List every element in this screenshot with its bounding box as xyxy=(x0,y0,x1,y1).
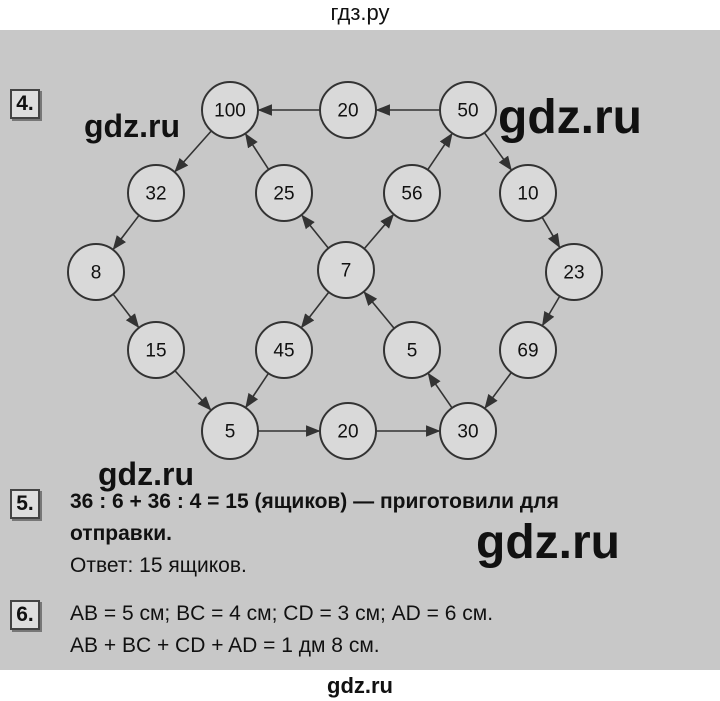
diagram-node-3: 32 xyxy=(127,164,185,222)
diagram-node-4: 25 xyxy=(255,164,313,222)
diagram-node-label: 30 xyxy=(457,422,478,443)
diagram-node-circle xyxy=(255,164,313,222)
diagram-arrow-18 xyxy=(542,295,561,327)
diagram-node-circle xyxy=(499,321,557,379)
diagram-arrow-3 xyxy=(112,214,140,251)
diagram-node-1: 20 xyxy=(319,81,377,139)
diagram-node-circle xyxy=(317,241,375,299)
diagram-node-circle xyxy=(67,243,125,301)
diagram-node-11: 45 xyxy=(255,321,313,379)
diagram-node-circle xyxy=(439,81,497,139)
diagram-arrow-17 xyxy=(541,216,561,249)
task-6-measurements: AB = 5 см; BC = 4 см; CD = 3 см; AD = 6 … xyxy=(70,602,494,625)
diagram-node-label: 45 xyxy=(273,341,294,362)
diagram-node-13: 69 xyxy=(499,321,557,379)
watermark-large-1: gdz.ru xyxy=(498,91,642,144)
diagram-arrow-9 xyxy=(363,291,395,329)
diagram-arrow-14 xyxy=(363,213,395,250)
diagram-node-0: 100 xyxy=(201,81,259,139)
watermark-large-2: gdz.ru xyxy=(476,516,620,569)
diagram-node-label: 20 xyxy=(337,422,358,443)
diagram-node-circle xyxy=(201,402,259,460)
diagram-node-label: 5 xyxy=(407,341,418,362)
diagram-node-circle xyxy=(255,321,313,379)
diagram-node-circle xyxy=(127,321,185,379)
diagram-node-circle xyxy=(383,164,441,222)
diagram-node-label: 23 xyxy=(563,263,584,284)
task-5-solution-line-1: 36 : 6 + 36 : 4 = 15 (ящиков) — приготов… xyxy=(70,490,559,513)
task-6-perimeter-sum: AB + BC + CD + AD = 1 дм 8 см. xyxy=(70,634,380,657)
diagram-arrow-8 xyxy=(427,372,453,409)
diagram-arrow-11 xyxy=(245,372,270,409)
diagram-node-circle xyxy=(499,164,557,222)
diagram-node-circle xyxy=(439,402,497,460)
diagram-node-circle xyxy=(319,402,377,460)
diagram-node-15: 20 xyxy=(319,402,377,460)
diagram-node-label: 8 xyxy=(91,263,102,284)
diagram-arrow-10 xyxy=(300,291,330,329)
diagram-node-label: 10 xyxy=(517,184,538,205)
diagram-node-label: 100 xyxy=(214,101,246,122)
diagram-arrow-13 xyxy=(301,214,330,249)
diagram-node-2: 50 xyxy=(439,81,497,139)
textbook-page xyxy=(0,30,720,670)
diagram-arrow-12 xyxy=(245,133,270,170)
diagram-arrow-19 xyxy=(484,372,512,409)
task-5-solution-line-2: отправки. xyxy=(70,522,172,545)
diagram-node-circle xyxy=(319,81,377,139)
diagram-node-5: 56 xyxy=(383,164,441,222)
diagram-node-7: 8 xyxy=(67,243,125,301)
diagram-node-label: 32 xyxy=(145,184,166,205)
diagram-node-8: 7 xyxy=(317,241,375,299)
task-4-number: 4. xyxy=(10,89,40,119)
diagram-node-6: 10 xyxy=(499,164,557,222)
diagram-arrow-2 xyxy=(174,130,212,173)
task-6-number: 6. xyxy=(10,600,40,630)
watermark-small-2: gdz.ru xyxy=(98,456,194,492)
diagram-node-label: 56 xyxy=(401,184,422,205)
diagram-node-circle xyxy=(127,164,185,222)
diagram-node-12: 5 xyxy=(383,321,441,379)
diagram-arrow-4 xyxy=(112,293,140,329)
diagram-node-label: 69 xyxy=(517,341,538,362)
diagram-node-9: 23 xyxy=(545,243,603,301)
diagram-node-label: 50 xyxy=(457,101,478,122)
watermark-small-1: gdz.ru xyxy=(84,108,180,144)
diagram-node-label: 5 xyxy=(225,422,236,443)
diagram-node-circle xyxy=(383,321,441,379)
task-5-answer: Ответ: 15 ящиков. xyxy=(70,554,247,577)
diagram-node-circle xyxy=(545,243,603,301)
diagram-node-10: 15 xyxy=(127,321,185,379)
watermark-top: гдз.ру xyxy=(330,0,390,25)
diagram-node-circle xyxy=(201,81,259,139)
diagram-arrow-5 xyxy=(174,370,212,411)
task-5-number: 5. xyxy=(10,489,40,519)
diagram-node-label: 25 xyxy=(273,184,294,205)
diagram-node-14: 5 xyxy=(201,402,259,460)
diagram-arrow-16 xyxy=(483,132,512,171)
diagram-node-label: 15 xyxy=(145,341,166,362)
watermark-bottom: gdz.ru xyxy=(327,673,393,698)
diagram-node-16: 30 xyxy=(439,402,497,460)
diagram-node-label: 7 xyxy=(341,261,352,282)
diagram-node-label: 20 xyxy=(337,101,358,122)
diagram-arrow-15 xyxy=(426,132,453,171)
